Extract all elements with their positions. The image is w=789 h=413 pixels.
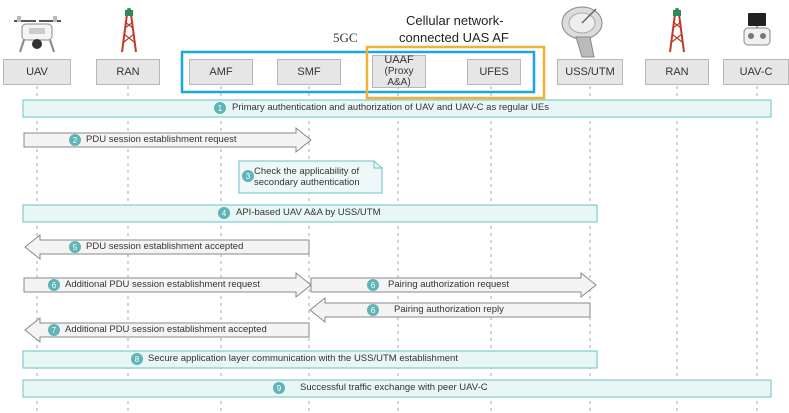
- entity-uss-utm: USS/UTM: [557, 59, 623, 85]
- step-2-arrow: [23, 126, 312, 154]
- step-6-arrow-b: [310, 271, 597, 299]
- entity-amf: AMF: [189, 59, 253, 85]
- cell-tower-icon: [121, 8, 137, 53]
- step-5-arrow: [24, 233, 310, 261]
- step-7-text: Additional PDU session establishment acc…: [65, 324, 267, 335]
- step-6-arrow-c: [309, 296, 591, 324]
- step-2-text: PDU session establishment request: [86, 134, 237, 145]
- step-badge: 2: [69, 134, 81, 146]
- step-3-text-line1: Check the applicability of: [254, 166, 360, 177]
- step-badge: 5: [69, 241, 81, 253]
- step-8-text: Secure application layer communication w…: [148, 353, 458, 364]
- step-1-band: [22, 99, 772, 118]
- entity-uav: UAV: [3, 59, 71, 85]
- step-badge: 6: [367, 279, 379, 291]
- uas-af-label-line1: Cellular network-: [406, 13, 504, 28]
- step-badge: 1: [214, 102, 226, 114]
- core-network-label: 5GC: [333, 30, 358, 45]
- entity-smf: SMF: [277, 59, 341, 85]
- step-5-text: PDU session establishment accepted: [86, 241, 244, 252]
- entity-uaaf: UAAF (Proxy A&A): [372, 55, 426, 88]
- step-badge: 4: [218, 207, 230, 219]
- step-1-text: Primary authentication and authorization…: [232, 102, 550, 113]
- step-6-arrow-a: [23, 271, 312, 299]
- step-6-text-a: Additional PDU session establishment req…: [65, 279, 260, 290]
- step-badge: 9: [273, 382, 285, 394]
- step-9-band: [22, 379, 772, 398]
- step-badge: 8: [131, 353, 143, 365]
- step-badge: 7: [48, 324, 60, 336]
- step-badge: 6: [48, 279, 60, 291]
- uas-af-box: [365, 45, 546, 100]
- step-4-text: API-based UAV A&A by USS/UTM: [236, 207, 381, 218]
- step-6-text-c: Pairing authorization reply: [394, 304, 504, 315]
- cell-tower-icon: [669, 8, 685, 53]
- uas-af-label-line2: connected UAS AF: [399, 30, 509, 45]
- step-4-band: [22, 204, 598, 223]
- entity-ran-2: RAN: [645, 59, 709, 85]
- remote-controller-icon: [743, 13, 771, 46]
- core-network-box: [180, 50, 536, 94]
- entity-uav-c: UAV-C: [723, 59, 789, 85]
- step-8-band: [22, 350, 598, 369]
- entity-ran: RAN: [96, 59, 160, 85]
- step-9-text: Successful traffic exchange with peer UA…: [300, 382, 488, 393]
- entity-ufes: UFES: [467, 59, 521, 85]
- step-badge: 6: [367, 304, 379, 316]
- step-6-text-b: Pairing authorization request: [388, 279, 509, 290]
- step-3-note: [238, 160, 383, 194]
- step-badge: 3: [242, 170, 254, 182]
- satellite-dish-icon: [561, 6, 603, 58]
- step-7-arrow: [24, 316, 310, 344]
- step-3-text-line2: secondary authentication: [254, 177, 360, 188]
- drone-icon: [14, 16, 61, 53]
